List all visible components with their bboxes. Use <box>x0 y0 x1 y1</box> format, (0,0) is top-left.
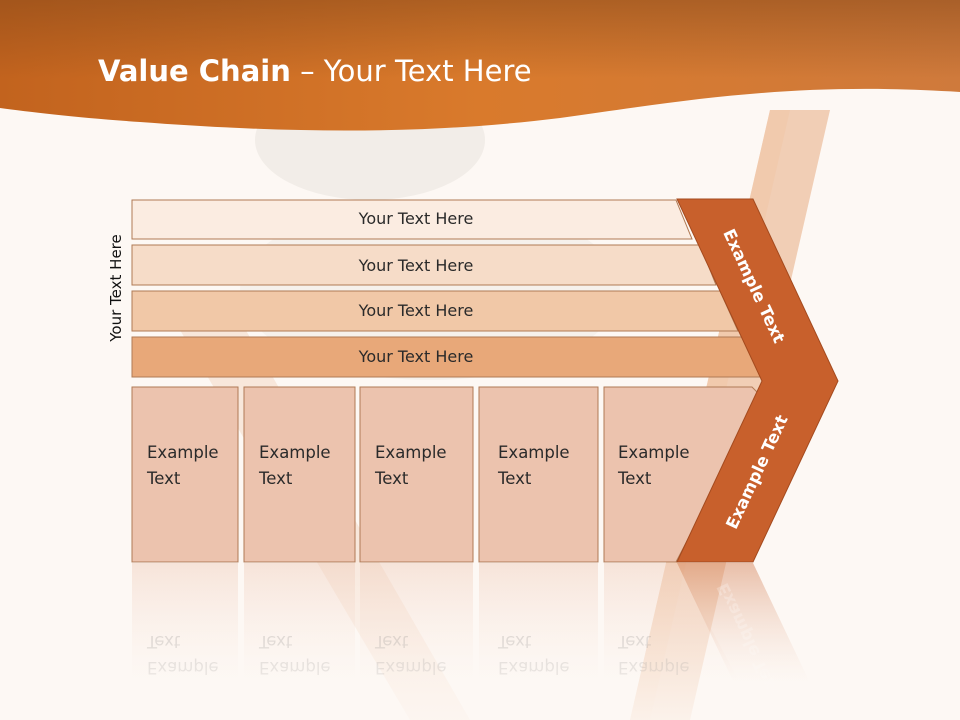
label-line-2: Text <box>147 469 181 488</box>
slide-title-rest: – Your Text Here <box>290 54 532 88</box>
label-line-2: Text <box>259 469 293 488</box>
label-line-2: Text <box>498 469 532 488</box>
label-line-2: Text <box>259 632 293 651</box>
primary-activity-box-2 <box>243 386 356 563</box>
support-activity-band-2 <box>131 244 717 286</box>
primary-activity-box-3 <box>359 386 474 563</box>
label-line-2: Text <box>498 632 532 651</box>
band-label-1: Your Text Here <box>358 209 474 228</box>
primary-activity-label-2: Example Text <box>259 440 331 492</box>
label-line-1: Example <box>498 443 570 462</box>
primary-activity-label-4: Example Text <box>498 440 570 492</box>
label-line-2: Text <box>375 632 409 651</box>
label-line-1: Example <box>375 443 447 462</box>
label-line-2: Text <box>375 469 409 488</box>
header-band <box>0 0 960 131</box>
reflected-label-4: Example Text <box>498 628 570 680</box>
reflected-label-1: Example Text <box>147 628 219 680</box>
label-line-2: Text <box>618 469 652 488</box>
reflected-label-5: Example Text <box>618 628 690 680</box>
label-line-1: Example <box>259 443 331 462</box>
label-line-2: Text <box>147 632 181 651</box>
label-line-1: Example <box>618 443 690 462</box>
reflected-label-3: Example Text <box>375 628 447 680</box>
reflected-label-2: Example Text <box>259 628 331 680</box>
label-line-1: Example <box>259 658 331 677</box>
support-activity-band-3 <box>131 290 739 332</box>
label-line-2: Text <box>618 632 652 651</box>
support-activity-band-1 <box>131 199 693 240</box>
primary-activity-label-1: Example Text <box>147 440 219 492</box>
label-line-1: Example <box>147 658 219 677</box>
primary-activity-label-3: Example Text <box>375 440 447 492</box>
primary-activity-box-1 <box>131 386 239 563</box>
label-line-1: Example <box>498 658 570 677</box>
band-label-3: Your Text Here <box>358 301 474 320</box>
label-line-1: Example <box>618 658 690 677</box>
label-line-1: Example <box>375 658 447 677</box>
slide-title: Value Chain – Your Text Here <box>98 54 532 88</box>
primary-activity-label-5: Example Text <box>618 440 690 492</box>
band-label-2: Your Text Here <box>358 256 474 275</box>
label-line-1: Example <box>147 443 219 462</box>
slide-title-bold: Value Chain <box>98 54 291 88</box>
band-label-4: Your Text Here <box>358 347 474 366</box>
